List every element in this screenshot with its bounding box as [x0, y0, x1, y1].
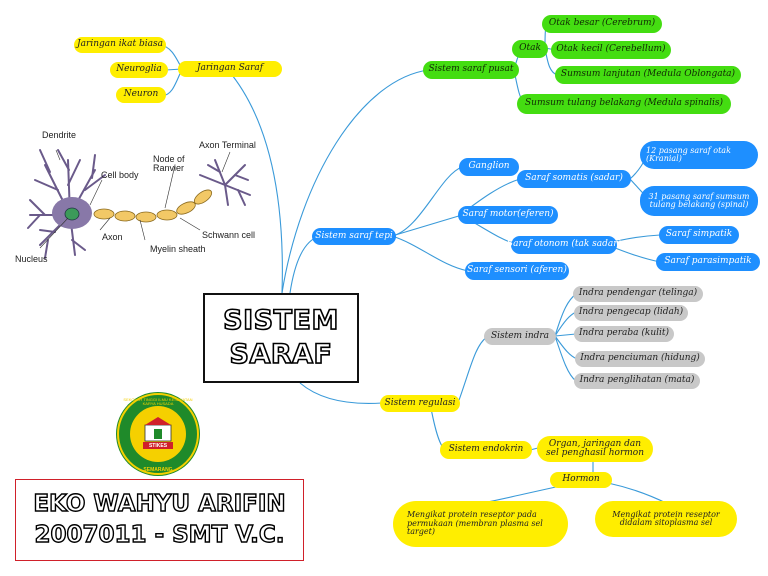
node-saraf-somatis: Saraf somatis (sadar): [517, 170, 631, 188]
node-sistem-endokrin: Sistem endokrin: [440, 441, 532, 459]
node-12-pasang-saraf-otak: 12 pasang saraf otak (Kranial): [640, 141, 758, 169]
logo-abbr: STIKES: [148, 443, 168, 449]
node-reseptor-sitoplasma: Mengikat protein reseptor didalam sitopl…: [595, 501, 737, 537]
neuron-illustration: [27, 149, 251, 259]
node-organ-jaringan-sel: Organ, jaringan dan sel penghasil hormon: [537, 436, 653, 462]
node-saraf-simpatik: Saraf simpatik: [659, 226, 739, 244]
author-id: 2007011 - SMT V.C.: [34, 521, 285, 548]
label-nucleus: Nucleus: [15, 254, 48, 264]
label-schwann-cell: Schwann cell: [202, 230, 256, 240]
node-indra-pendengar: Indra pendengar (telinga): [573, 286, 703, 302]
node-saraf-parasimpatik: Saraf parasimpatik: [656, 253, 760, 271]
label-dendrite: Dendrite: [42, 130, 77, 140]
node-sumsum-lanjutan: Sumsum lanjutan (Medula Oblongata): [555, 66, 741, 84]
node-jaringan-saraf: Jaringan Saraf: [178, 61, 282, 77]
node-neuroglia: Neuroglia: [110, 62, 168, 78]
node-indra-pengecap: Indra pengecap (lidah): [574, 305, 688, 321]
author-name: EKO WAHYU ARIFIN: [33, 490, 287, 517]
label-cell-body: Cell body: [101, 170, 139, 180]
author-box: EKO WAHYU ARIFIN 2007011 - SMT V.C.: [15, 479, 304, 561]
node-indra-penglihatan: Indra penglihatan (mata): [574, 373, 700, 389]
node-sistem-saraf-tepi: Sistem saraf tepi: [312, 228, 396, 245]
node-neuron: Neuron: [116, 87, 166, 103]
logo-ring-text: SEKOLAH TINGGI ILMU KESEHATAN KARYA HUSA…: [123, 397, 193, 407]
node-sistem-indra: Sistem indra: [484, 328, 556, 345]
node-sistem-saraf-pusat: Sistem saraf pusat: [423, 61, 519, 79]
node-hormon: Hormon: [550, 472, 612, 488]
node-sumsum-tulang-belakang: Sumsum tulang belakang (Medula spinalis): [517, 94, 731, 114]
node-indra-penciuman: Indra penciuman (hidung): [575, 351, 705, 367]
node-31-pasang-saraf-sumsum: 31 pasang saraf sumsum tulang belakang (…: [640, 186, 758, 216]
center-title-box: SISTEM SARAF: [203, 293, 359, 383]
node-otak: Otak: [512, 40, 548, 58]
center-title-line1: SISTEM: [222, 304, 339, 337]
label-axon: Axon: [102, 232, 123, 242]
node-otak-kecil: Otak kecil (Cerebellum): [551, 41, 671, 59]
node-saraf-sensori: Saraf sensori (aferen): [465, 262, 569, 280]
node-otak-besar: Otak besar (Cerebrum): [542, 15, 662, 33]
node-saraf-otonom: Saraf otonom (tak sadar): [507, 236, 621, 254]
node-indra-peraba: Indra peraba (kulit): [574, 326, 674, 342]
stikes-logo: [116, 392, 200, 476]
node-reseptor-permukaan: Mengikat protein reseptor pada permukaan…: [393, 501, 568, 547]
logo-city: SEMARANG: [143, 467, 173, 473]
label-axon-terminal: Axon Terminal: [199, 140, 256, 150]
node-saraf-motor: Saraf motor(eferen): [458, 206, 558, 224]
node-jaringan-ikat-biasa: Jaringan ikat biasa: [74, 37, 166, 53]
node-sistem-regulasi: Sistem regulasi: [380, 395, 460, 412]
node-ganglion: Ganglion: [459, 158, 519, 176]
label-myelin-sheath: Myelin sheath: [150, 244, 206, 254]
center-title-line2: SARAF: [229, 338, 333, 371]
label-node-of-ranvier: Node of Ranvier: [153, 154, 185, 174]
